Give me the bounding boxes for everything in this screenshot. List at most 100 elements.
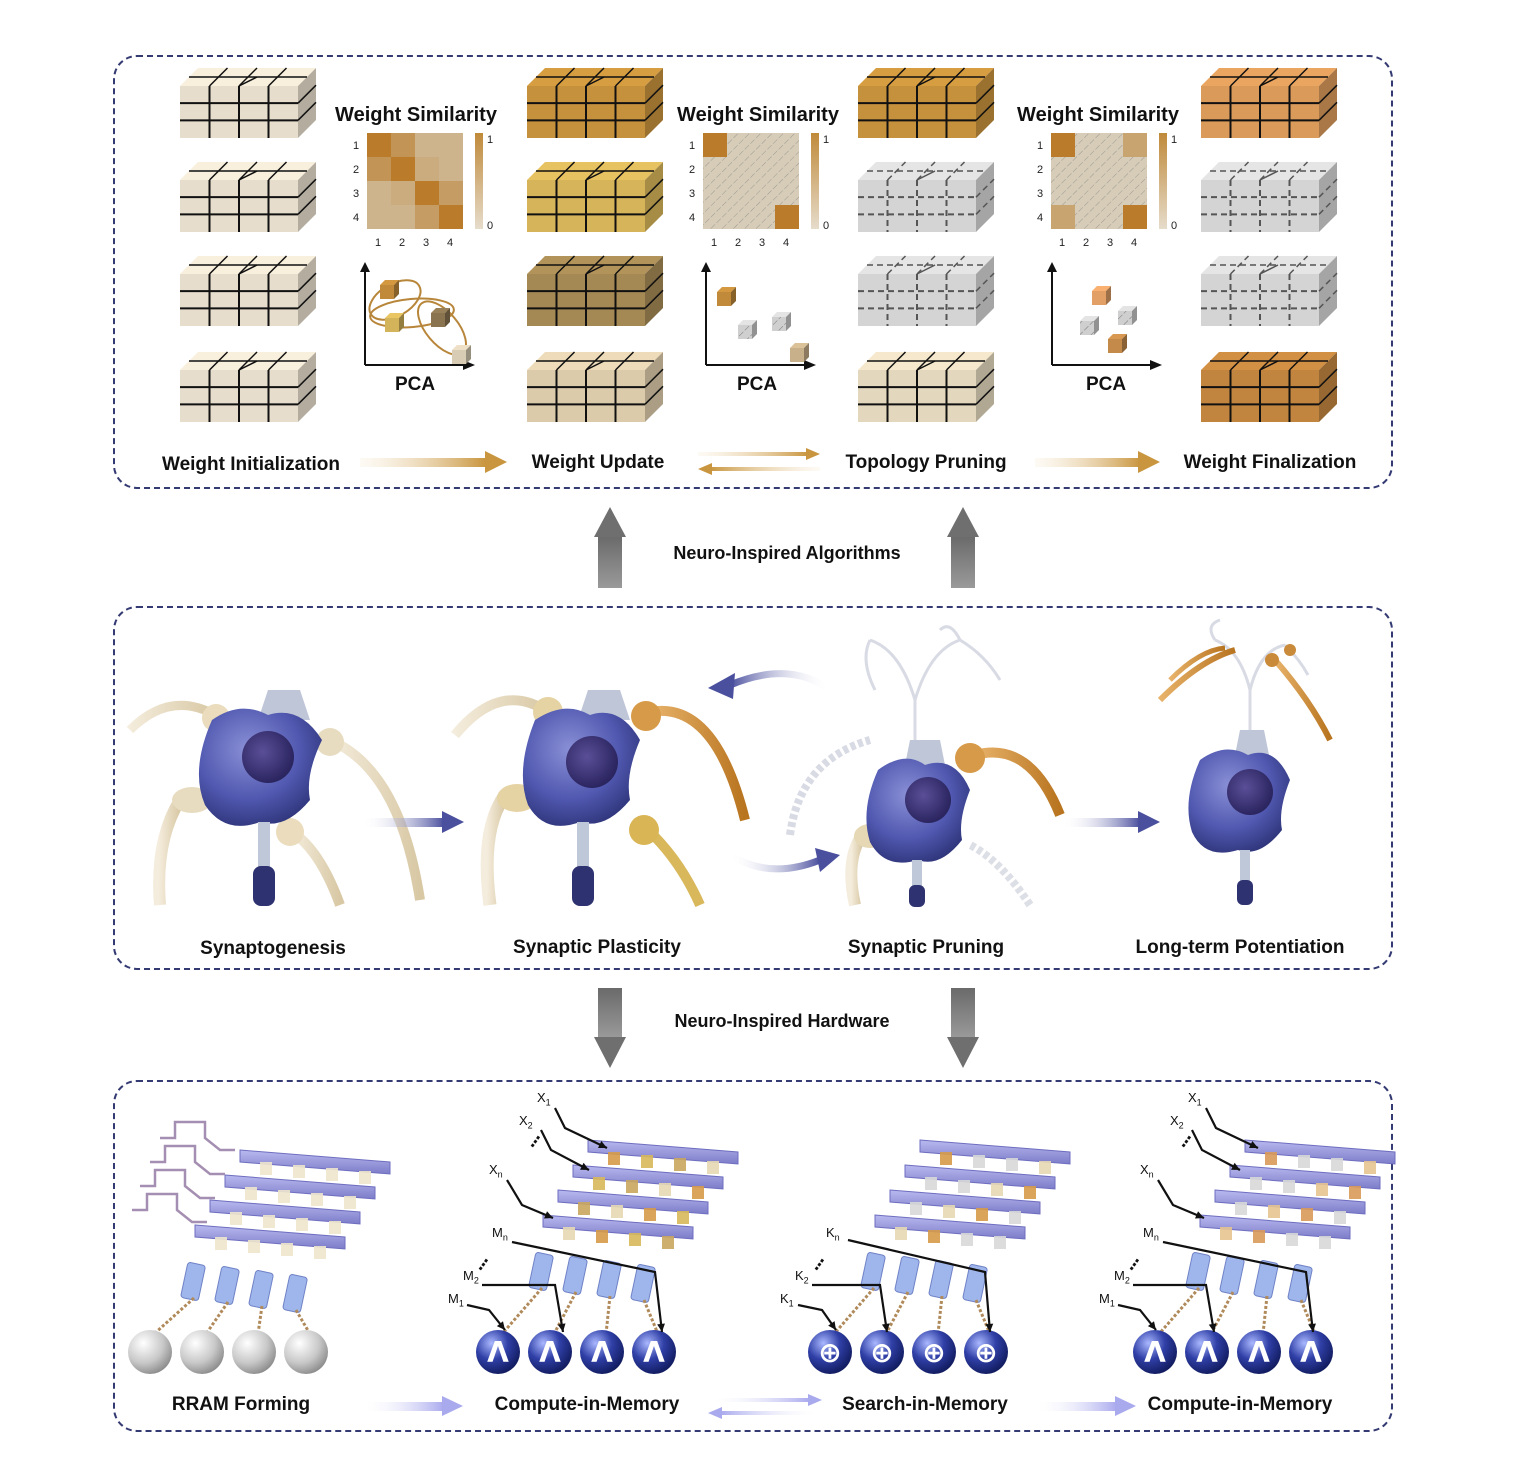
memory-cell: [910, 1202, 922, 1215]
hardware-panel: [113, 1080, 1393, 1432]
pulse-waves: [132, 1120, 235, 1224]
x2-label: X2: [1170, 1113, 1184, 1131]
neuron-synaptic-pruning: [786, 625, 1065, 908]
memory-cell: [281, 1243, 293, 1256]
pca-plot: [360, 262, 475, 370]
memory-cell: [1265, 1152, 1277, 1165]
input-line: [1162, 1240, 1315, 1333]
input-line: [482, 1283, 565, 1333]
memory-cell: [293, 1165, 305, 1178]
input-line: [466, 1303, 506, 1331]
col-tick: 4: [447, 237, 453, 249]
stage-long-term-potentiation: Long-term Potentiation: [1135, 937, 1345, 958]
pca-cube: [1118, 306, 1137, 311]
matrix-title-2: Weight Similarity: [677, 104, 839, 126]
pca-cube: [790, 343, 809, 348]
colorbar-max: 1: [1171, 134, 1177, 146]
colorbar-min: 0: [487, 220, 493, 232]
weight-block: [527, 67, 664, 138]
memory-cell: [943, 1205, 955, 1218]
word-line: [919, 1139, 1071, 1165]
pca-cube: [1108, 334, 1127, 339]
silver-electrode: [128, 1330, 172, 1374]
col-tick: 4: [1131, 237, 1137, 249]
and-symbol: Λ: [1300, 1336, 1322, 1369]
row-tick: 4: [353, 212, 359, 224]
memory-cell: [641, 1155, 653, 1168]
input-line: [506, 1179, 554, 1220]
weight-block: [527, 255, 664, 326]
word-line: [1199, 1214, 1351, 1240]
memory-cell: [1024, 1186, 1036, 1199]
input-line: [1191, 1129, 1241, 1171]
x1-label: X1: [1188, 1090, 1202, 1108]
stage-synaptogenesis: Synaptogenesis: [200, 938, 346, 959]
silver-electrode: [284, 1330, 328, 1374]
col-tick: 2: [735, 237, 741, 249]
k2-label: K2: [795, 1268, 809, 1286]
arrow-cycle-forward: [728, 848, 840, 873]
and-symbol: Λ: [487, 1336, 509, 1369]
and-symbol: Λ: [1248, 1336, 1270, 1369]
word-line: [224, 1174, 376, 1200]
memory-cell: [326, 1168, 338, 1181]
xn-label: Xn: [1140, 1162, 1154, 1180]
weight-block: [180, 67, 317, 138]
and-symbol: Λ: [1196, 1336, 1218, 1369]
memory-cell: [245, 1187, 257, 1200]
memory-cell: [626, 1180, 638, 1193]
row-tick: 3: [1037, 188, 1043, 200]
logic-node: [476, 1330, 520, 1374]
memory-cell: [1039, 1161, 1051, 1174]
neuron-long-term-potentiation: [1157, 618, 1333, 905]
colorbar: [475, 133, 483, 229]
pca-plot: [1047, 262, 1162, 370]
weight-block: [1201, 351, 1338, 422]
memory-cell: [1349, 1186, 1361, 1199]
memory-cell: [674, 1158, 686, 1171]
row-tick: 2: [353, 164, 359, 176]
silver-electrode: [232, 1330, 276, 1374]
stage-synaptic-pruning: Synaptic Pruning: [847, 937, 1005, 958]
logic-node: [860, 1330, 904, 1374]
word-line: [1229, 1164, 1381, 1190]
memory-cell: [1006, 1158, 1018, 1171]
input-line: [540, 1129, 590, 1171]
crossbar-array: ⊕⊕⊕⊕: [808, 1139, 1071, 1374]
row-tick: 3: [689, 188, 695, 200]
word-line: [194, 1224, 346, 1250]
weight-block: [1201, 67, 1338, 138]
arrow-cycle-back: [708, 670, 833, 699]
mn-label: Mn: [1143, 1225, 1159, 1243]
prune-update-arrowhead: [698, 463, 712, 475]
memory-cell: [611, 1205, 623, 1218]
memory-cell: [593, 1177, 605, 1190]
stage-rram-forming: RRAM Forming: [171, 1394, 311, 1415]
memory-cell: [928, 1230, 940, 1243]
memory-cell: [1298, 1155, 1310, 1168]
row-tick: 4: [689, 212, 695, 224]
sim-cim-forward-arrowhead: [1115, 1396, 1136, 1416]
selector-pillar: [630, 1264, 656, 1303]
memory-cell: [1009, 1211, 1021, 1224]
memory-cell: [991, 1183, 1003, 1196]
neuron-synaptic-plasticity: [451, 690, 750, 908]
memory-cell: [578, 1202, 590, 1215]
logic-node: [912, 1330, 956, 1374]
crossbar-array: [128, 1149, 391, 1374]
init-update-arrowhead: [485, 451, 507, 473]
memory-cell: [296, 1218, 308, 1231]
logic-node: [1185, 1330, 1229, 1374]
m1-label: M1: [448, 1291, 464, 1309]
col-tick: 1: [711, 237, 717, 249]
matrix-title-1: Weight Similarity: [335, 104, 497, 126]
row-tick: 3: [353, 188, 359, 200]
word-line: [587, 1139, 739, 1165]
memory-cell: [608, 1152, 620, 1165]
word-line: [889, 1189, 1041, 1215]
neuro-inspired-algorithms-label: Neuro-Inspired Algorithms: [673, 543, 901, 563]
